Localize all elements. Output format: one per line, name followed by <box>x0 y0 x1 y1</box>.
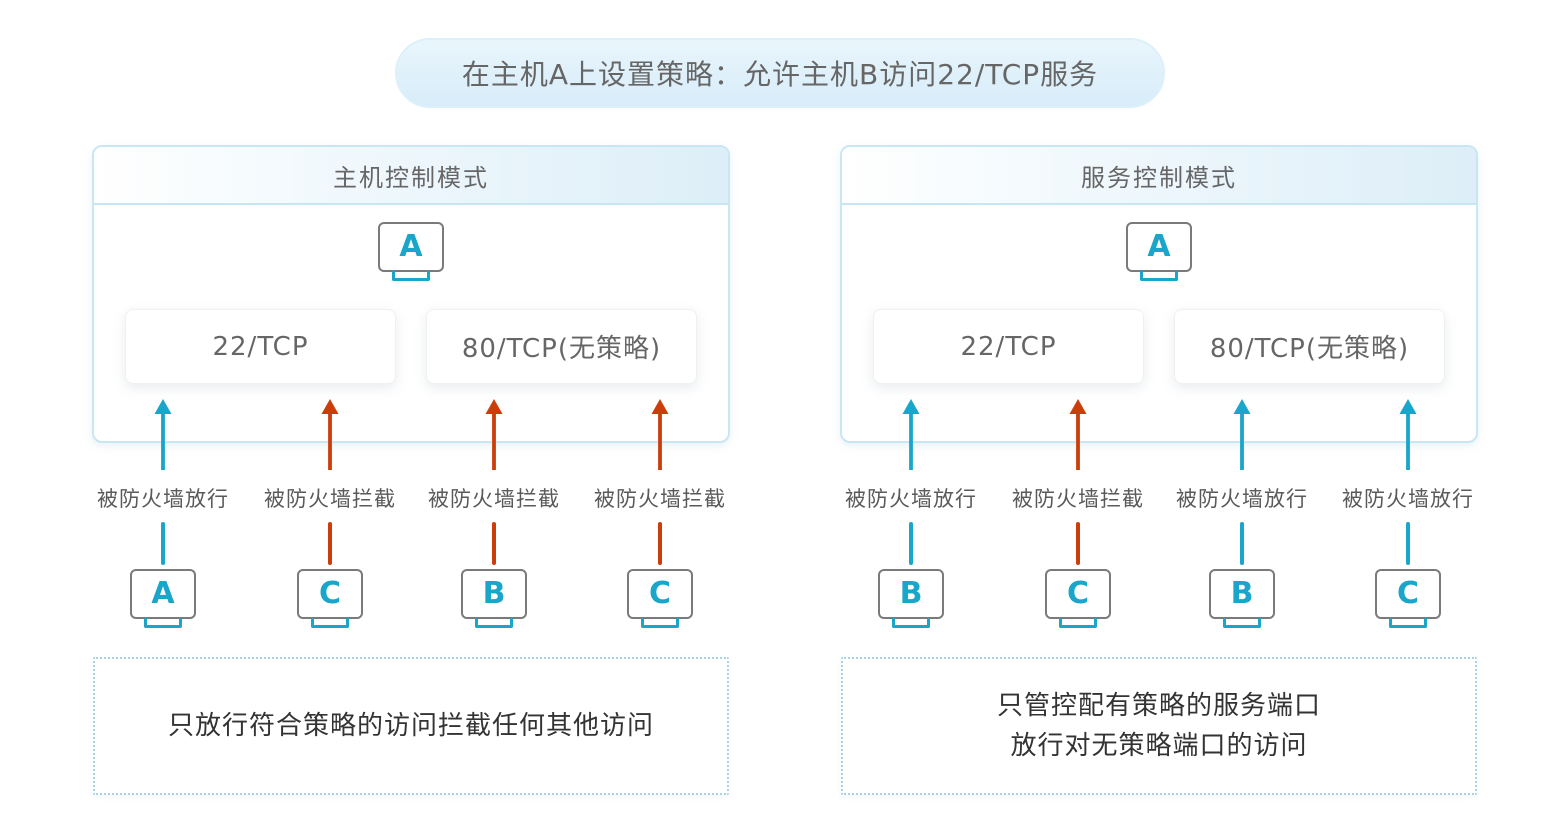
service-control-note: 只管控配有策略的服务端口 放行对无策略端口的访问 <box>841 657 1477 795</box>
flow-connector-line <box>161 522 165 565</box>
note-line: 只管控配有策略的服务端口 <box>996 691 1321 721</box>
flow-host-c2: 被防火墙拦截 C <box>580 398 740 628</box>
flow-connector-line <box>492 522 496 565</box>
client-monitor-icon: C <box>1375 569 1441 628</box>
service-control-panel: 服务控制模式 A 22/TCP 80/TCP(无策略) <box>840 145 1478 443</box>
flow-connector-line <box>658 522 662 565</box>
policy-banner-text: 在主机A上设置策略：允许主机B访问22/TCP服务 <box>461 58 1099 91</box>
client-monitor-icon: B <box>878 569 944 628</box>
monitor-stand-icon <box>392 271 430 281</box>
flow-result-label: 被防火墙拦截 <box>1012 487 1144 511</box>
client-monitor-icon: C <box>1045 569 1111 628</box>
port-label: 80/TCP(无策略) <box>1209 334 1410 364</box>
monitor-screen: C <box>1375 569 1441 619</box>
flow-host-c2: 被防火墙放行 C <box>1328 398 1488 628</box>
port-row: 22/TCP 80/TCP(无策略) <box>842 309 1476 384</box>
monitor-stand-icon <box>475 618 513 628</box>
flow-host-c1: 被防火墙拦截 C <box>998 398 1158 628</box>
note-line: 放行对无策略端口的访问 <box>1010 731 1308 761</box>
flow-host-b: 被防火墙拦截 B <box>414 398 574 628</box>
monitor-stand-icon <box>1223 618 1261 628</box>
host-control-section: 主机控制模式 A 22/TCP 80/TCP(无策略) 被防 <box>92 145 730 795</box>
monitor-stand-icon <box>892 618 930 628</box>
policy-banner: 在主机A上设置策略：允许主机B访问22/TCP服务 <box>395 38 1165 108</box>
monitor-screen: C <box>1045 569 1111 619</box>
monitor-screen: B <box>461 569 527 619</box>
port-row: 22/TCP 80/TCP(无策略) <box>94 309 728 384</box>
flow-result-label: 被防火墙拦截 <box>264 487 396 511</box>
client-host-label: C <box>318 576 342 611</box>
client-monitor-icon: A <box>130 569 196 628</box>
service-control-section: 服务控制模式 A 22/TCP 80/TCP(无策略) 被防 <box>840 145 1478 795</box>
monitor-screen: B <box>1209 569 1275 619</box>
flow-connector-line <box>328 522 332 565</box>
client-host-label: B <box>482 576 506 611</box>
arrow-up-icon <box>1069 399 1087 470</box>
arrow-up-icon <box>1233 399 1251 470</box>
arrow-up-icon <box>154 399 172 470</box>
port-box-80tcp-no-policy: 80/TCP(无策略) <box>1174 309 1445 384</box>
port-box-22tcp: 22/TCP <box>873 309 1144 384</box>
flow-result-label: 被防火墙拦截 <box>428 487 560 511</box>
monitor-stand-icon <box>641 618 679 628</box>
flow-host-c1: 被防火墙拦截 C <box>250 398 410 628</box>
client-host-label: A <box>151 576 175 611</box>
client-monitor-icon: B <box>1209 569 1275 628</box>
monitor-stand-icon <box>144 618 182 628</box>
monitor-screen: A <box>1126 222 1192 272</box>
arrow-up-icon <box>1399 399 1417 470</box>
monitor-stand-icon <box>1059 618 1097 628</box>
monitor-stand-icon <box>1140 271 1178 281</box>
monitor-screen: A <box>130 569 196 619</box>
client-host-label: C <box>648 576 672 611</box>
flow-result-label: 被防火墙拦截 <box>594 487 726 511</box>
flow-connector-line <box>1406 522 1410 565</box>
flow-result-label: 被防火墙放行 <box>1342 487 1474 511</box>
arrow-up-icon <box>321 399 339 470</box>
port-label: 22/TCP <box>212 331 309 362</box>
flow-connector-line <box>1240 522 1244 565</box>
server-host-label: A <box>399 229 423 264</box>
host-control-note: 只放行符合策略的访问拦截任何其他访问 <box>93 657 729 795</box>
client-monitor-icon: C <box>627 569 693 628</box>
client-monitor-icon: B <box>461 569 527 628</box>
server-monitor-icon: A <box>94 222 728 281</box>
monitor-screen: C <box>297 569 363 619</box>
arrow-up-icon <box>902 399 920 470</box>
flow-result-label: 被防火墙放行 <box>1176 487 1308 511</box>
flow-host-a: 被防火墙放行 A <box>83 398 243 628</box>
client-host-label: C <box>1066 576 1090 611</box>
client-host-label: B <box>1230 576 1254 611</box>
note-line: 只放行符合策略的访问拦截任何其他访问 <box>167 711 654 741</box>
port-label: 80/TCP(无策略) <box>461 334 662 364</box>
client-monitor-icon: C <box>297 569 363 628</box>
monitor-stand-icon <box>1389 618 1427 628</box>
host-control-panel: 主机控制模式 A 22/TCP 80/TCP(无策略) <box>92 145 730 443</box>
flow-host-b2: 被防火墙放行 B <box>1162 398 1322 628</box>
flow-host-b1: 被防火墙放行 B <box>831 398 991 628</box>
port-box-22tcp: 22/TCP <box>125 309 396 384</box>
port-label: 22/TCP <box>960 331 1057 362</box>
arrow-up-icon <box>485 399 503 470</box>
flow-result-label: 被防火墙放行 <box>97 487 229 511</box>
flow-result-label: 被防火墙放行 <box>845 487 977 511</box>
panel-title-service-control: 服务控制模式 <box>842 147 1476 205</box>
flow-connector-line <box>1076 522 1080 565</box>
monitor-stand-icon <box>311 618 349 628</box>
monitor-screen: B <box>878 569 944 619</box>
client-host-label: B <box>899 576 923 611</box>
client-host-label: C <box>1396 576 1420 611</box>
arrow-up-icon <box>651 399 669 470</box>
monitor-screen: C <box>627 569 693 619</box>
port-box-80tcp-no-policy: 80/TCP(无策略) <box>426 309 697 384</box>
panel-title-host-control: 主机控制模式 <box>94 147 728 205</box>
server-monitor-icon: A <box>842 222 1476 281</box>
monitor-screen: A <box>378 222 444 272</box>
flow-connector-line <box>909 522 913 565</box>
server-host-label: A <box>1147 229 1171 264</box>
